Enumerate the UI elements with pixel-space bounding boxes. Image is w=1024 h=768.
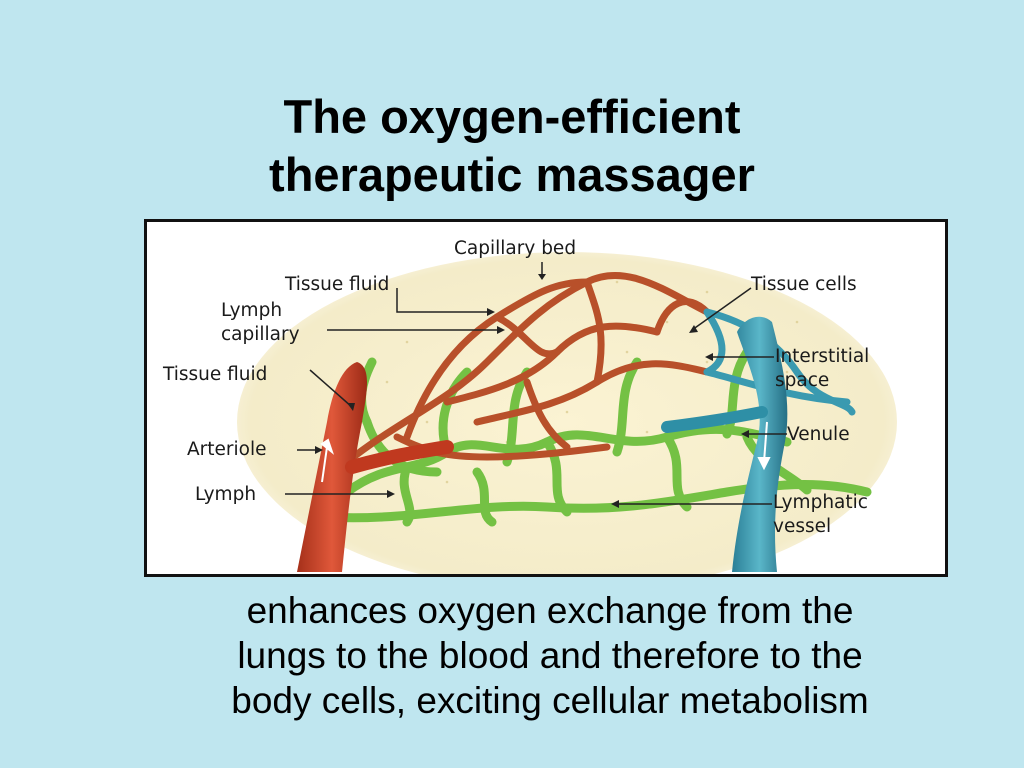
- slide-caption: enhances oxygen exchange from the lungs …: [144, 588, 956, 723]
- slide-title: The oxygen-efficient therapeutic massage…: [0, 88, 1024, 204]
- label-interstitial-1: Interstitial: [775, 346, 869, 367]
- label-interstitial-2: space: [775, 370, 829, 391]
- diagram-drawing: Capillary bed Tissue fluid Tissue cells …: [162, 238, 897, 574]
- arteriole-vessel: [297, 362, 367, 572]
- venule-vessel: [732, 316, 788, 572]
- blood-capillary-network: [343, 271, 711, 466]
- label-lymph-capillary-1: Lymph: [221, 300, 282, 321]
- label-capillary-bed: Capillary bed: [454, 238, 576, 259]
- label-arteriole: Arteriole: [187, 439, 266, 460]
- label-tissue-fluid-left: Tissue fluid: [162, 364, 267, 385]
- capillary-bed-diagram: Capillary bed Tissue fluid Tissue cells …: [144, 219, 948, 577]
- caption-line-2: lungs to the blood and therefore to the: [237, 635, 863, 676]
- title-line-1: The oxygen-efficient: [283, 90, 741, 143]
- title-line-2: therapeutic massager: [269, 148, 755, 201]
- label-leader-lines: [285, 262, 787, 505]
- label-venule: Venule: [787, 424, 850, 445]
- flow-arrows: [320, 421, 771, 483]
- caption-line-3: body cells, exciting cellular metabolism: [231, 680, 869, 721]
- capillary-to-venule: [661, 406, 768, 433]
- arteriole-to-capillary: [345, 440, 454, 474]
- label-arrowheads: [315, 274, 749, 508]
- label-lymph-capillary-2: capillary: [221, 324, 300, 345]
- label-lymphatic-2: vessel: [773, 516, 831, 537]
- label-tissue-cells: Tissue cells: [750, 274, 857, 295]
- label-lymphatic-1: Lymphatic: [773, 492, 868, 513]
- label-tissue-fluid-top: Tissue fluid: [284, 274, 389, 295]
- label-lymph: Lymph: [195, 484, 256, 505]
- caption-line-1: enhances oxygen exchange from the: [246, 590, 854, 631]
